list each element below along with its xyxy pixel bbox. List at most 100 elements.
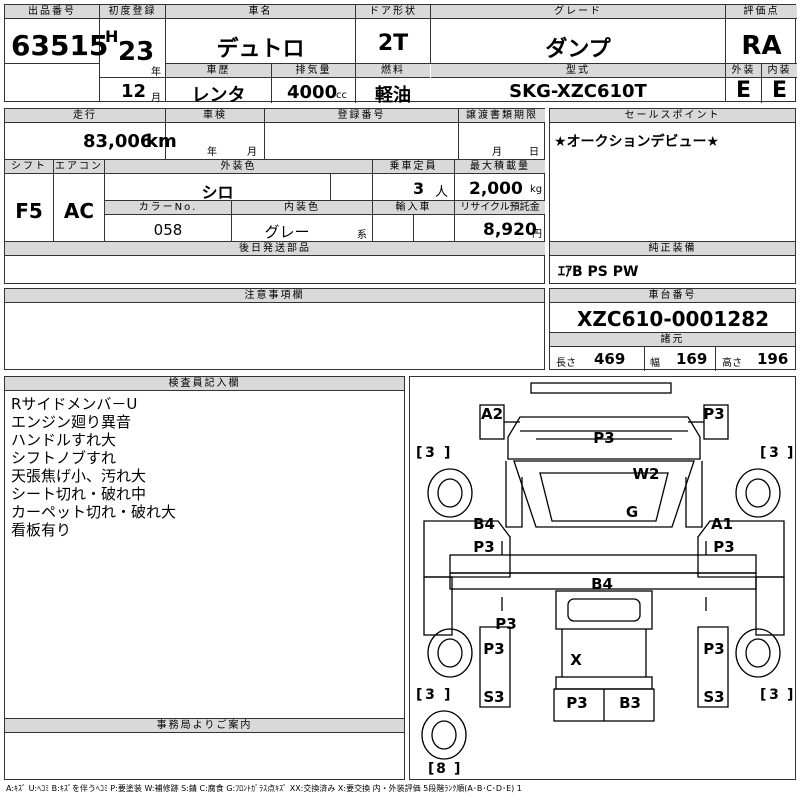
mark-a1: A1 — [711, 515, 733, 533]
svg-text:]: ] — [787, 687, 793, 703]
chassis-number: XZC610-0001282 — [576, 307, 770, 331]
chassis-label: 車台番号 — [550, 289, 795, 303]
chassis-box: 車台番号 XZC610-0001282 諸元 長さ 469 幅 169 高さ 1… — [549, 288, 796, 371]
svg-text:]: ] — [454, 761, 460, 777]
top-section: 出品番号 63515 初度登録 H 23 年 12 月 車名 デュトロ ドア形状… — [4, 4, 797, 106]
sales-point: ★オークションデビュー★ — [554, 134, 720, 150]
reg-no-label: 登録番号 — [265, 109, 458, 123]
inspection-label: 車検 — [166, 109, 264, 123]
model: SKG-XZC610T — [509, 81, 647, 102]
mark-p3-rear-right: P3 — [703, 640, 724, 658]
ac: AC — [63, 199, 95, 223]
inspector-note: Rサイドメンバ－U — [11, 395, 138, 413]
int-grade: E — [771, 78, 788, 103]
transfer-day-unit: 日 — [529, 147, 539, 158]
score: RA — [741, 31, 782, 61]
caution-label: 注意事項欄 — [5, 289, 544, 303]
int-color-unit: 系 — [357, 230, 367, 241]
load: 2,000 — [469, 179, 523, 199]
load-label: 最大積載量 — [455, 160, 545, 174]
svg-text:]: ] — [444, 445, 450, 461]
inspector-note: 天張焦げ小、汚れ大 — [11, 467, 147, 485]
history: レンタ — [191, 85, 246, 106]
seats: 3 — [413, 179, 425, 198]
inspection-month-unit: 月 — [247, 147, 257, 158]
svg-text:[: [ — [760, 445, 766, 461]
transfer-label: 譲渡書類期限 — [459, 109, 545, 123]
svg-text:]: ] — [787, 445, 793, 461]
inspector-box: 検査員記入欄 Rサイドメンバ－U エンジン廻り異音 ハンドルすれ大 シフトノブす… — [4, 376, 405, 780]
reg-month: 12 — [121, 81, 147, 102]
mark-p3-roof: P3 — [593, 429, 614, 447]
damage-diagram-box: A2 P3 P3 W2 G B4 A1 P3 P3 B4 P3 P3 P3 X … — [409, 376, 796, 780]
import-label: 輸入車 — [373, 201, 454, 215]
history-label: 車歴 — [166, 64, 271, 78]
ac-label: エアコン — [54, 160, 104, 174]
equip-label: 純正装備 — [550, 242, 795, 256]
mark-p3-rear-left: P3 — [483, 640, 504, 658]
car-name: デュトロ — [216, 37, 305, 62]
inspector-notes: Rサイドメンバ－U エンジン廻り異音 ハンドルすれ大 シフトノブすれ 天張焦げ小… — [11, 395, 176, 539]
ext-grade-label: 外装 — [726, 64, 761, 78]
svg-text:[: [ — [416, 687, 422, 703]
office-label: 事務局よりご案内 — [5, 719, 404, 733]
tire-rl: 3 — [425, 687, 435, 703]
vehicle-details: 走行 83,006 km 車検 年 月 登録番号 譲渡書類期限 月 日 シフト … — [4, 108, 545, 284]
ext-grade: E — [735, 78, 752, 103]
month-unit: 月 — [151, 93, 161, 104]
later-parts-label: 後日発送部品 — [5, 242, 545, 256]
recycle-unit: 円 — [532, 229, 542, 240]
first-reg-label: 初度登録 — [100, 5, 165, 19]
model-label: 型式 — [431, 64, 725, 78]
svg-text:[: [ — [428, 761, 434, 777]
legend: A:ｷｽﾞ U:ﾍｺﾐ B:ｷｽﾞを伴うﾍｺﾐ P:要塗装 W:補修跡 S:錆 … — [6, 784, 522, 793]
mileage: 83,006 — [83, 131, 153, 152]
era: H — [105, 27, 119, 46]
color-no-label: カラーNo. — [105, 201, 231, 215]
recycle: 8,920 — [483, 220, 537, 240]
spec-label: 諸元 — [550, 333, 795, 347]
height-label: 高さ — [722, 358, 742, 369]
shift-label: シフト — [5, 160, 53, 174]
shift: F5 — [15, 199, 43, 223]
mark-p3-left-door: P3 — [473, 538, 494, 556]
color-label: 外装色 — [105, 160, 372, 174]
inspector-note: エンジン廻り異音 — [11, 413, 132, 431]
mileage-unit: km — [146, 131, 177, 152]
fuel: 軽油 — [375, 85, 411, 106]
caution-box: 注意事項欄 — [4, 288, 545, 370]
mark-w2: W2 — [633, 465, 660, 483]
inspector-note: 看板有り — [11, 521, 72, 539]
equip: ｴｱB PS PW — [558, 264, 639, 280]
width-label: 幅 — [650, 358, 660, 369]
lot-number: 63515 — [11, 29, 109, 62]
inspector-note: ハンドルすれ大 — [11, 431, 117, 449]
car-name-label: 車名 — [166, 5, 355, 19]
transfer-month-unit: 月 — [492, 147, 502, 158]
svg-text:[: [ — [416, 445, 422, 461]
mark-g: G — [626, 503, 638, 521]
mark-b4-frame: B4 — [591, 575, 613, 593]
year-unit: 年 — [151, 67, 161, 78]
length: 469 — [594, 350, 626, 368]
sales-point-label: セールスポイント — [550, 109, 795, 123]
color-no: 058 — [153, 221, 183, 239]
inspector-note: シフトノブすれ — [11, 449, 117, 467]
int-color: グレー — [264, 223, 310, 241]
tire-tread-marks: [ 3 ] [ 3 ] [ 3 ] [ 3 ] [ 8 ] — [416, 445, 793, 777]
tire-rr: 3 — [769, 687, 779, 703]
mark-p3-left-bed: P3 — [495, 615, 516, 633]
inspection-year-unit: 年 — [207, 147, 217, 158]
mileage-label: 走行 — [5, 109, 165, 123]
int-color-label: 内装色 — [232, 201, 372, 215]
mark-p3-right-door: P3 — [713, 538, 734, 556]
displacement-label: 排気量 — [272, 64, 355, 78]
svg-text:[: [ — [760, 687, 766, 703]
displacement-unit: cc — [336, 90, 347, 101]
int-grade-label: 内装 — [762, 64, 797, 78]
displacement: 4000 — [287, 82, 338, 103]
inspector-note: カーペット切れ・破れ大 — [11, 503, 177, 521]
truck-diagram: A2 P3 P3 W2 G B4 A1 P3 P3 B4 P3 P3 P3 X … — [416, 382, 793, 777]
mark-b3: B3 — [619, 694, 641, 712]
mark-x: X — [570, 651, 582, 669]
